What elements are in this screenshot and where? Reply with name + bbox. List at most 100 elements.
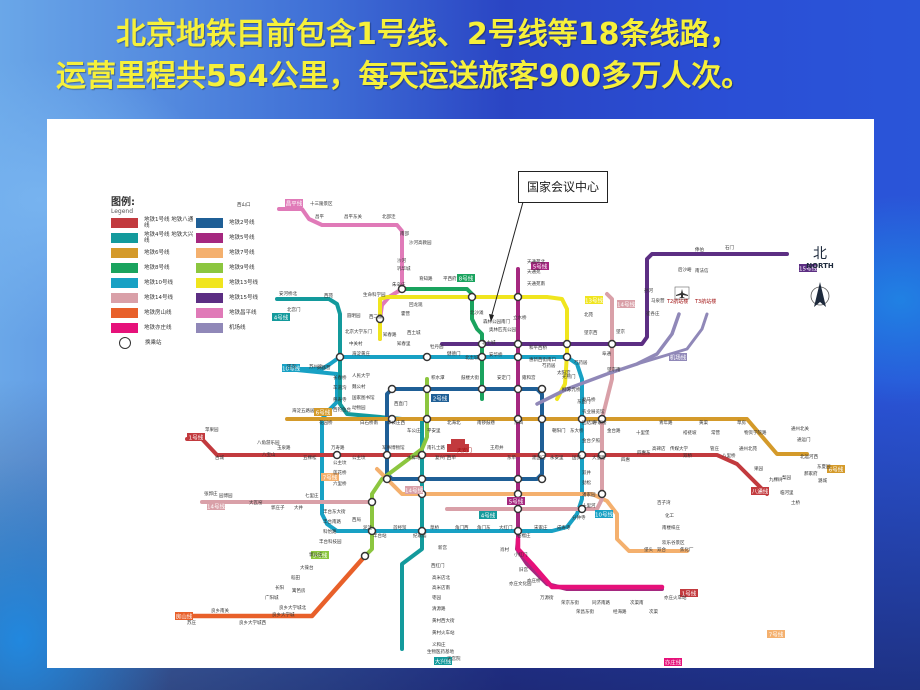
station-label: 北土城 xyxy=(465,354,479,361)
station-label: 良乡南关 xyxy=(211,607,229,614)
station-label: 义和庄 xyxy=(432,641,446,648)
station-label: 昌平 xyxy=(315,214,324,220)
svg-text:昌平线: 昌平线 xyxy=(286,199,303,207)
station-label: 八角游乐园 xyxy=(257,439,280,446)
line-badge: 5号线 xyxy=(531,262,549,270)
svg-text:5号线: 5号线 xyxy=(509,497,524,505)
north-indicator: 北 NORTH xyxy=(803,247,837,271)
station-label: 西局 xyxy=(352,517,361,523)
airport-icon xyxy=(674,286,690,300)
station-label: 王府井 xyxy=(490,444,504,451)
station-label: 农业展览馆 xyxy=(582,408,605,415)
station-label: 军事博物馆 xyxy=(382,444,405,451)
transfer-station-icon xyxy=(119,336,131,349)
station-label: 光熙门 xyxy=(562,373,576,380)
legend-label: 换乘站 xyxy=(145,339,162,346)
svg-text:4号线: 4号线 xyxy=(274,313,289,321)
station-label: 丰台站 xyxy=(373,532,387,539)
station-label: 俸伯 xyxy=(695,246,704,253)
station-label: 劲松 xyxy=(582,479,591,486)
station-label: 四惠东 xyxy=(637,449,651,456)
svg-text:大兴线: 大兴线 xyxy=(435,657,452,665)
station-label: 北邵洼 xyxy=(382,213,396,220)
legend-label: 地铁10号线 xyxy=(144,279,173,286)
svg-text:房山线: 房山线 xyxy=(176,612,193,620)
station-label: 孙河 xyxy=(644,287,653,294)
station-label: 良乡大学城北 xyxy=(279,604,306,611)
station-label: 通运门 xyxy=(797,436,811,443)
legend-item: 地铁8号线 xyxy=(111,262,196,273)
station-label: 管庄 xyxy=(710,445,719,452)
station-label: 果园 xyxy=(754,466,763,472)
line-badge: 7号线 xyxy=(321,473,339,481)
station-label: 亮马桥 xyxy=(582,396,596,403)
station-label: 健德门 xyxy=(447,350,461,357)
station-label: 回龙观 xyxy=(409,301,423,308)
station-label: 张郭庄 xyxy=(204,490,218,497)
legend-item: 地铁亦庄线 xyxy=(111,322,196,333)
station-label: 焦化厂 xyxy=(680,546,694,553)
station-label: 次渠南 xyxy=(630,599,644,606)
station-label: 圆明园 xyxy=(347,313,361,319)
station-label: 西钓鱼台 xyxy=(333,406,351,413)
station-label: 朱辛庄 xyxy=(392,281,406,288)
station-label: 复兴门 xyxy=(435,454,449,461)
line-color-swatch xyxy=(111,322,138,333)
svg-text:14号线: 14号线 xyxy=(617,300,635,308)
line-badge: 14号线 xyxy=(207,502,225,510)
legend-subtitle: Legend xyxy=(111,208,134,215)
station-label: 七里庄 xyxy=(305,492,319,499)
station-label: 团结湖 xyxy=(582,419,596,426)
station-label: 巩华城 xyxy=(397,265,411,272)
svg-text:2号线: 2号线 xyxy=(433,394,448,402)
legend-item: 地铁房山线 xyxy=(111,307,196,318)
station-label: 天宫院 xyxy=(447,655,461,662)
line-color-swatch xyxy=(196,232,223,243)
line-badge: 6号线 xyxy=(827,465,845,473)
legend-item: 地铁15号线 xyxy=(196,292,281,303)
station-label: 石门 xyxy=(725,244,734,251)
station-label: 小红门 xyxy=(514,551,528,558)
line-color-swatch xyxy=(111,262,138,273)
legend-item: 机场线 xyxy=(196,322,281,333)
line-badge: 昌平线 xyxy=(285,199,303,207)
station-label: 中关村 xyxy=(349,340,363,347)
legend-items: 地铁1号线 地铁八通线地铁2号线地铁4号线 地铁大兴线地铁5号线地铁6号线地铁7… xyxy=(111,217,281,349)
svg-text:7号线: 7号线 xyxy=(323,473,338,481)
station-label: 苏州街 xyxy=(309,363,323,370)
station-label: 西土城 xyxy=(407,329,421,336)
station-label: 新宫 xyxy=(438,544,447,551)
station-label: 园博园 xyxy=(219,492,233,499)
line-color-swatch xyxy=(111,277,138,288)
station-label: 望京西 xyxy=(584,329,598,336)
station-label: 金台夕照 xyxy=(582,437,600,444)
line-badge: 14号线 xyxy=(405,486,423,494)
station-label: 呼家楼 xyxy=(593,419,607,426)
station-label: 南锣鼓巷 xyxy=(477,419,495,426)
svg-text:5号线: 5号线 xyxy=(533,262,548,270)
legend-item: 地铁1号线 地铁八通线 xyxy=(111,217,196,229)
station-label: 朝阳门 xyxy=(552,427,566,434)
legend-label: 地铁13号线 xyxy=(229,279,258,286)
station-label: 万源街 xyxy=(540,594,554,601)
station-label: 高碑店 xyxy=(652,445,666,452)
title-line-1: 北京地铁目前包含1号线、2号线等18条线路， xyxy=(116,17,740,52)
station-label: 育知路 xyxy=(419,275,433,282)
station-label: 北海北 xyxy=(447,419,461,426)
station-label: 临河里 xyxy=(780,489,794,496)
station-label: 黄村火车站 xyxy=(432,629,455,636)
station-label: 大井 xyxy=(294,504,303,511)
line-color-swatch xyxy=(196,217,223,228)
station-label: 三元桥 xyxy=(567,386,581,393)
svg-text:机场线: 机场线 xyxy=(670,353,687,361)
tiananmen-icon xyxy=(447,439,469,452)
legend-item: 换乘站 xyxy=(111,336,196,349)
legend-label: 地铁14号线 xyxy=(144,294,173,301)
station-label: 柳芳 xyxy=(562,386,571,393)
station-label: 南邵 xyxy=(400,230,409,237)
station-label: 知春里 xyxy=(397,340,411,347)
station-label: 物资学院路 xyxy=(744,429,767,436)
station-label: 慈寿寺 xyxy=(333,396,347,403)
legend-label: 地铁9号线 xyxy=(229,264,255,271)
station-label: 角门西 xyxy=(455,524,469,531)
